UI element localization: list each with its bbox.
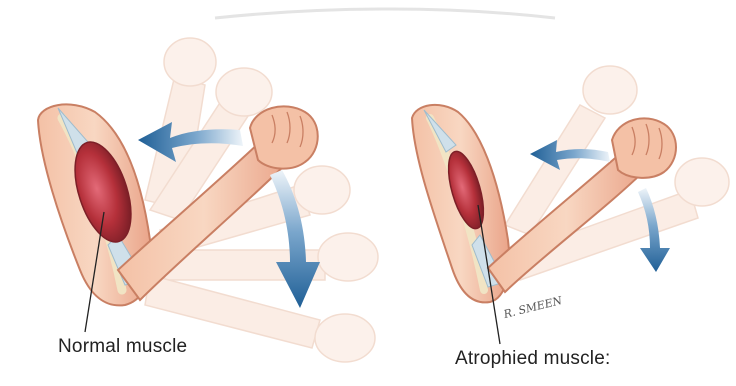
fist-right (612, 118, 676, 177)
normal-muscle-label: Normal muscle (58, 336, 187, 358)
normal-arm-illustration (38, 38, 378, 362)
atrophied-arm-illustration (412, 66, 729, 344)
atrophied-muscle-label: Atrophied muscle: (455, 348, 610, 370)
ghost-forearms-left (145, 38, 378, 362)
decorative-top-arc (215, 9, 555, 18)
fist (250, 106, 318, 168)
